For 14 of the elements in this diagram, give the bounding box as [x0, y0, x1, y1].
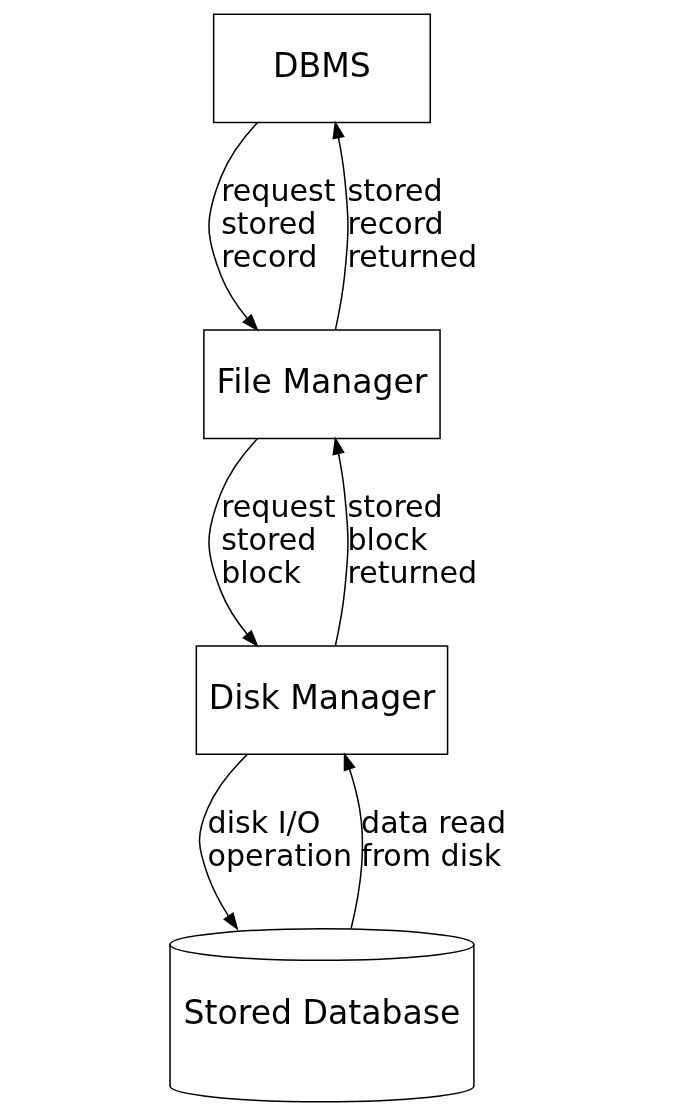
- node-box: DBMS: [212, 13, 431, 124]
- arrow: [343, 752, 363, 930]
- edge-label: disk I/O operation: [207, 804, 352, 873]
- edge-label: request stored record: [220, 172, 336, 274]
- edge-label: stored block returned: [347, 488, 477, 590]
- arrow: [331, 120, 349, 331]
- node-box: File Manager: [202, 329, 441, 440]
- node-box: Disk Manager: [195, 645, 448, 756]
- edge-label: request stored block: [220, 488, 336, 590]
- arrow: [207, 122, 259, 332]
- edge-label: stored record returned: [347, 172, 477, 274]
- arrow: [331, 436, 349, 647]
- arrow: [198, 754, 248, 931]
- arrow: [207, 437, 259, 648]
